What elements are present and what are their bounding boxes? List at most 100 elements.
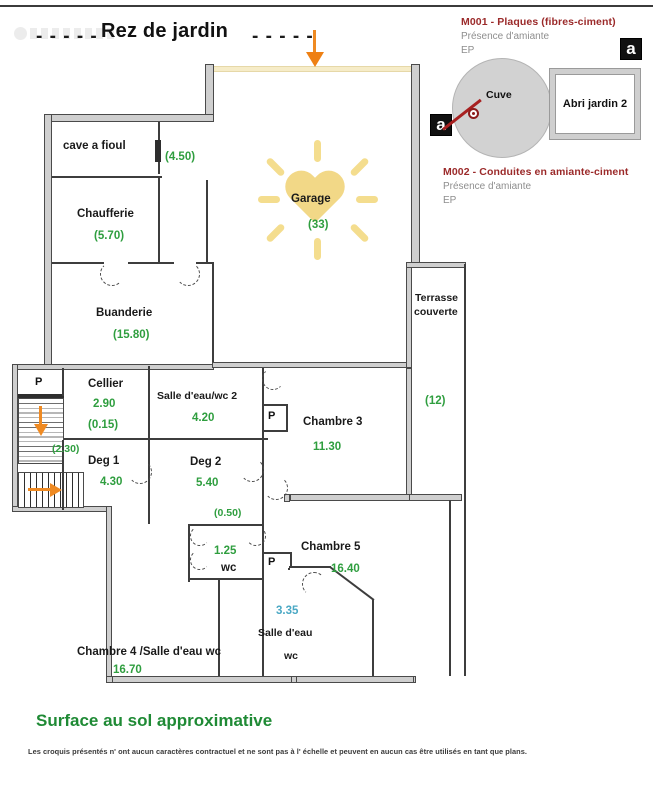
garage-favorite-heart-icon — [258, 140, 378, 260]
door-swing-chambre3 — [264, 476, 288, 500]
room-label-terrasse-1: Terrasse — [415, 292, 459, 304]
legend-m002-line2: EP — [443, 195, 457, 206]
stair-down-arrow-shaft — [39, 406, 42, 428]
wall-chambre4-right — [218, 580, 220, 676]
wall-closet-p2-top — [262, 404, 288, 406]
wall-cave-chaufferie — [52, 176, 162, 178]
door-swing-buanderie-right — [176, 262, 200, 286]
wall-outer-right — [464, 264, 466, 676]
asbestos-marker-icon-1: a — [620, 38, 642, 60]
wall-buanderie-top-b — [128, 262, 174, 264]
door-swing-deg2 — [240, 458, 264, 482]
wall-chaufferie-right — [158, 178, 160, 264]
room-label-cave-fioul: cave a fioul — [63, 140, 126, 152]
legend-m001-line1: Présence d'amiante — [461, 31, 550, 42]
site-watermark-icon — [14, 22, 114, 44]
legend-m001-title: M001 - Plaques (fibres-ciment) — [461, 16, 616, 28]
wall-buanderie-top-a — [52, 262, 104, 264]
room-area-chaufferie: (5.70) — [94, 230, 125, 242]
wall-cellier-right — [148, 366, 150, 524]
cave-fioul-opening — [155, 140, 161, 162]
wall-deg2-right — [262, 440, 264, 526]
room-area-deg2-2: (0.50) — [214, 507, 242, 519]
room-area-deg2: 5.40 — [196, 477, 219, 489]
room-label-chambre3: Chambre 3 — [303, 416, 363, 428]
wall-sde-right — [372, 599, 374, 677]
door-swing-wc-left — [190, 550, 210, 570]
stair-down-arrow — [34, 424, 48, 436]
room-area-salle-eau: 3.35 — [276, 605, 299, 617]
room-label-chaufferie: Chaufferie — [77, 208, 134, 220]
wall-terrasse-inner-lower — [406, 368, 412, 498]
room-area-chambre5: 16.40 — [331, 563, 360, 575]
wall-wc-left — [188, 524, 190, 582]
room-area-garage: (33) — [308, 219, 329, 231]
header-dash-right: - - - - - — [252, 26, 314, 47]
room-label-salle-eau-2: wc — [284, 650, 299, 662]
room-area-wc: 1.25 — [214, 545, 237, 557]
stair-p-marker-1: P — [35, 376, 43, 388]
wall-chambre3-bottom — [290, 494, 410, 501]
wall-stair-right-lower — [62, 440, 64, 510]
wall-cellier-bottom — [64, 438, 150, 440]
room-label-chambre4: Chambre 4 /Salle d'eau wc — [77, 646, 221, 658]
room-area-chambre4: 16.70 — [113, 664, 142, 676]
door-swing-buanderie-left — [100, 262, 124, 286]
legend-m002-line1: Présence d'amiante — [443, 181, 532, 192]
wall-closet-p2-bottom — [262, 430, 288, 432]
wall-sde-top — [289, 566, 331, 568]
wall-wc-right — [262, 526, 264, 676]
room-label-wc: wc — [221, 562, 237, 574]
wall-closet-p2-right — [286, 404, 288, 432]
room-area-deg1-2: (2.30) — [52, 443, 80, 455]
wall-garage-left-lower — [206, 180, 208, 264]
room-area-terrasse: (12) — [425, 395, 446, 407]
wall-deg2-lower — [190, 524, 264, 526]
wall-top-left — [44, 114, 214, 122]
wall-stair-right — [62, 368, 64, 396]
footer-title: Surface au sol approximative — [36, 711, 273, 730]
garage-entry-arrow-shaft — [313, 30, 316, 54]
stair-right-arrow-shaft — [28, 488, 52, 491]
room-area-buanderie: (15.80) — [113, 329, 150, 341]
abri-jardin-label: Abri jardin 2 — [562, 98, 628, 110]
wall-bottom-left-seg — [112, 676, 292, 683]
wall-left-upper — [44, 114, 52, 366]
wall-chambre3-bottom-stub — [284, 494, 290, 502]
closet-p-marker-3: P — [268, 556, 276, 568]
door-swing-wc-top — [190, 526, 210, 546]
wall-terrasse-bottom — [406, 494, 462, 501]
room-label-salle-eau-1: Salle d'eau — [258, 627, 313, 639]
wall-closet-p3-top — [262, 552, 292, 554]
legend-m002-title: M002 - Conduites en amiante-ciment — [443, 166, 629, 178]
door-swing-sdb2-top — [262, 368, 284, 390]
room-label-buanderie: Buanderie — [96, 307, 153, 319]
room-label-garage: Garage — [291, 193, 331, 205]
closet-p-marker-2: P — [268, 410, 276, 422]
door-swing-deg1 — [128, 460, 152, 484]
door-swing-salle-eau — [302, 572, 326, 596]
top-divider-rule — [0, 0, 653, 7]
abri-jardin-shape: Abri jardin 2 — [549, 68, 641, 140]
room-area-cellier-2: (0.15) — [88, 419, 119, 431]
room-label-deg1: Deg 1 — [88, 455, 120, 467]
asbestos-marker-icon-2: a — [430, 114, 452, 136]
room-area-cave-fioul: (4.50) — [165, 151, 196, 163]
room-area-salle-eau-wc2: 4.20 — [192, 412, 215, 424]
wall-buanderie-top-c — [196, 262, 214, 264]
room-label-chambre5: Chambre 5 — [301, 541, 361, 553]
page-title: Rez de jardin — [101, 20, 229, 42]
wall-terrasse-top — [406, 262, 466, 268]
stair-landing-edge — [18, 394, 64, 398]
wall-wc-bottom — [190, 578, 264, 580]
wall-sdb2-right — [262, 366, 264, 438]
wall-buanderie-right — [212, 262, 214, 366]
wall-sdb2-bottom — [150, 438, 268, 440]
wall-terrasse-inner-upper — [406, 262, 412, 368]
wall-closet-p3-right — [290, 552, 292, 568]
cuve-label: Cuve — [486, 89, 512, 101]
wall-mid-top — [12, 364, 214, 370]
room-area-deg1: 4.30 — [100, 476, 123, 488]
door-swing-deg2-lower — [246, 526, 266, 546]
